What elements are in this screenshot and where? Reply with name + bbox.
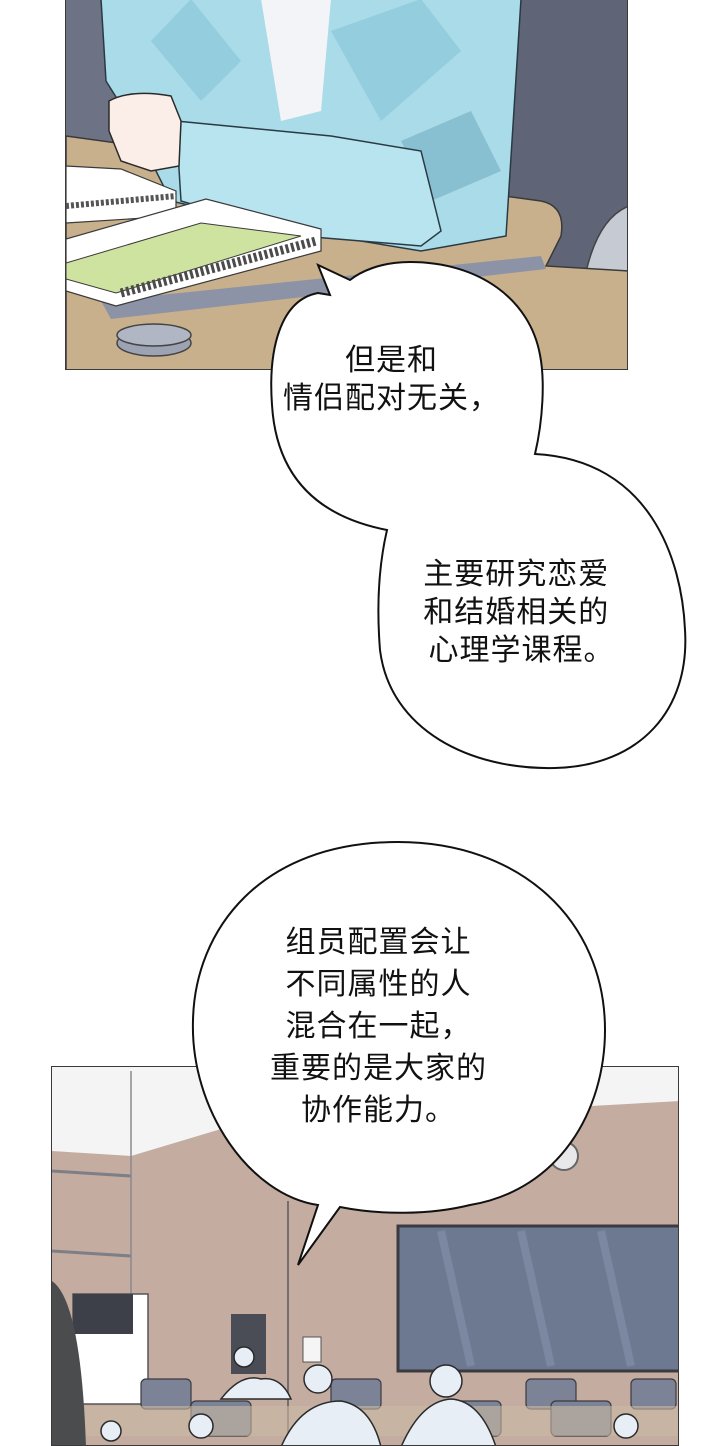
dialogue-bubble-2: 主要研究恋爱 和结婚相关的 心理学课程。 [423, 557, 615, 668]
dialogue-bubble-3: 组员配置会让 不同属性的人 混合在一起， 重要的是大家的 协作能力。 [270, 925, 487, 1128]
dialogue-bubble-1: 但是和 情侣配对无关， [283, 343, 500, 416]
desk-scene-illustration [66, 0, 627, 369]
panel-desk-scene [65, 0, 628, 370]
